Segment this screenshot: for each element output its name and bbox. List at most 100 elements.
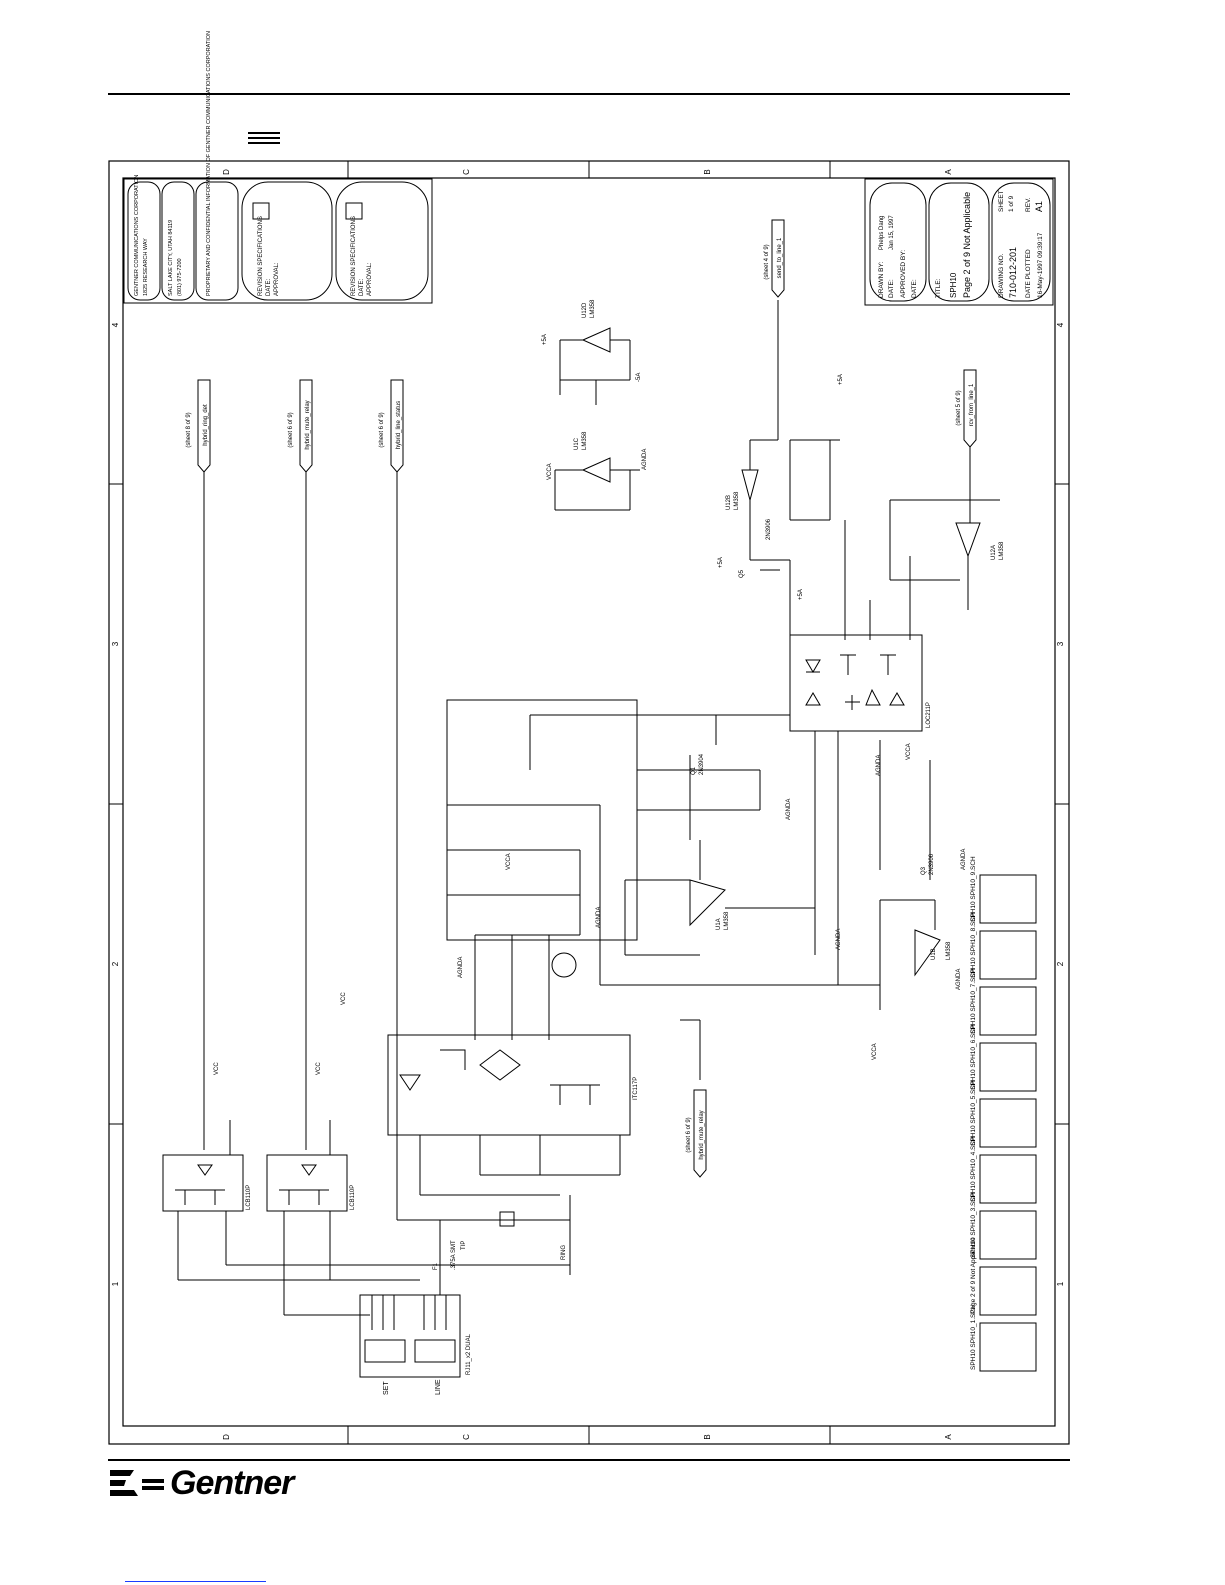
company-line-2: 1825 RESEARCH WAY [143,238,149,296]
sheet-tab-3: SPH10 SPH10_3.SCH [970,1192,977,1258]
svg-text:SHEET: SHEET [998,190,1005,212]
svg-text:(sheet 6 of 9): (sheet 6 of 9) [288,412,294,447]
brand-wordmark: Gentner [170,1464,294,1502]
svg-text:VCC: VCC [341,992,347,1005]
zone-bottom-1: C [462,1434,471,1440]
u1b-section [879,740,941,1010]
svg-text:(sheet 8 of 9): (sheet 8 of 9) [186,412,192,447]
svg-text:VCC: VCC [214,1062,220,1075]
svg-text:LCB110P: LCB110P [246,1185,252,1210]
svg-text:AGNDA: AGNDA [786,799,792,820]
svg-text:TIP: TIP [461,1241,467,1250]
svg-text:hybrid_mute_relay: hybrid_mute_relay [699,1110,705,1159]
footer-rule [108,1459,1070,1461]
zone-top-3: A [944,169,953,175]
svg-text:A1: A1 [1034,201,1044,212]
approval-checkbox-1 [252,202,270,220]
svg-text:AGNDA: AGNDA [642,449,648,470]
svg-text:LM358: LM358 [946,941,952,960]
date-value: Jan 15, 1997 [889,215,895,250]
svg-text:Q1: Q1 [691,766,697,775]
header-rule [108,93,1070,95]
company-line-3: SALT LAKE CITY, UTAH 84119 [168,220,174,296]
zone-bottom-0: D [222,1434,231,1440]
rev-spec-1: REVISION SPECIFICATIONS [258,216,264,296]
drawing-no-value: 710-012-201 [1008,247,1018,298]
sheet-tab-2: Page 2 of 9 Not Applicable [970,1237,977,1314]
svg-text:RING: RING [561,1245,567,1260]
sheet-tab-8: SPH10 SPH10_8.SCH [970,912,977,978]
output-stage [741,300,1000,640]
line-interface-wiring [396,1010,701,1295]
zone-top-2: B [703,169,712,174]
svg-text:hybrid_ring_det: hybrid_ring_det [203,404,209,446]
svg-text:rcv_from_line_1: rcv_from_line_1 [969,383,975,426]
svg-text:DATE PLOTTED: DATE PLOTTED [1025,249,1032,298]
company-line-5: PROPRIETARY AND CONFIDENTIAL INFORMATION… [206,31,212,296]
sheet-inner-border [122,177,1056,1427]
svg-text:Q3: Q3 [921,866,927,875]
svg-text:F1: F1 [433,1262,439,1270]
svg-text:REV.: REV. [1025,197,1032,212]
svg-text:2N3904: 2N3904 [699,753,705,775]
svg-text:-5A: -5A [636,373,642,382]
menu-icon [248,132,280,146]
svg-text:LOC211P: LOC211P [926,702,932,728]
svg-text:+5A: +5A [798,589,804,600]
zone-right-1: 3 [1056,641,1065,646]
sheet-tab-6: SPH10 SPH10_6.SCH [970,1024,977,1090]
svg-text:Q5: Q5 [739,569,745,578]
svg-text:VCCA: VCCA [906,743,912,760]
title-block: DRAWN BY: Phelps Dang DATE: Jan 15, 1997… [864,178,1054,306]
plotted-value: 16-May-1997 09:39:17 [1037,232,1044,298]
rev-date-2: DATE: [359,278,365,296]
svg-text:hybrid_line_status: hybrid_line_status [396,401,402,449]
svg-text:DATE:: DATE: [911,279,918,298]
svg-text:(sheet 6 of 9): (sheet 6 of 9) [379,412,385,447]
svg-text:TITLE:: TITLE: [935,278,942,298]
svg-text:+5A: +5A [542,334,548,345]
svg-text:U12A: U12A [991,545,997,560]
svg-text:2N3906: 2N3906 [766,518,772,540]
svg-text:AGNDA: AGNDA [596,907,602,928]
zone-bottom-3: A [944,1434,953,1440]
offpage-mute-relay: (sheet 6 of 9) hybrid_mute_relay [686,1089,707,1178]
lcb110p-relays: LCB110P LCB110P VCC VCC [162,1062,570,1316]
sheet-tab-1: SPH10 SPH10_1.SCH [970,1304,977,1370]
approval-checkbox-2 [345,202,363,220]
hybrid-network [446,699,880,1040]
zone-right-3: 1 [1056,1281,1065,1286]
svg-text:VCCA: VCCA [547,463,553,480]
svg-text:DRAWING NO.: DRAWING NO. [998,253,1005,298]
svg-text:LM358: LM358 [999,541,1005,560]
svg-text:AGNDA: AGNDA [836,929,842,950]
svg-text:+5A: +5A [838,374,844,385]
rev-approval-2: APPROVAL: [367,262,373,296]
footer-link-underline[interactable] [125,1581,266,1582]
svg-text:VCC: VCC [316,1062,322,1075]
sheet-outer-border [108,160,1070,1445]
zone-bottom-2: B [703,1434,712,1439]
offpage-connectors: (sheet 8 of 9) hybrid_ring_det (sheet 6 … [186,379,404,473]
svg-text:U12B: U12B [726,495,732,510]
svg-text:U1B: U1B [931,948,937,960]
svg-text:APPROVED BY:: APPROVED BY: [900,250,907,298]
svg-text:1 of 9: 1 of 9 [1008,195,1015,212]
sheet-tab-5: SPH10 SPH10_5.SCH [970,1080,977,1146]
svg-text:LM358: LM358 [590,299,596,318]
itc117p-block: ITC117P [387,1034,639,1136]
svg-text:AGNDA: AGNDA [876,755,882,776]
sheet-tab-9: SPH10 SPH10_9.SCH [970,856,977,922]
title-value: SPH10 [949,272,958,298]
svg-text:LM358: LM358 [734,491,740,510]
svg-text:(sheet 5 of 9): (sheet 5 of 9) [956,390,962,425]
svg-text:ITC117P: ITC117P [633,1077,639,1100]
zone-left-1: 3 [111,641,120,646]
svg-text:LINE: LINE [435,1379,442,1395]
zone-left-3: 1 [111,1281,120,1286]
zone-top-1: C [462,169,471,175]
svg-text:VCCA: VCCA [506,853,512,870]
svg-text:LM358: LM358 [582,431,588,450]
zone-right-0: 4 [1056,322,1065,327]
